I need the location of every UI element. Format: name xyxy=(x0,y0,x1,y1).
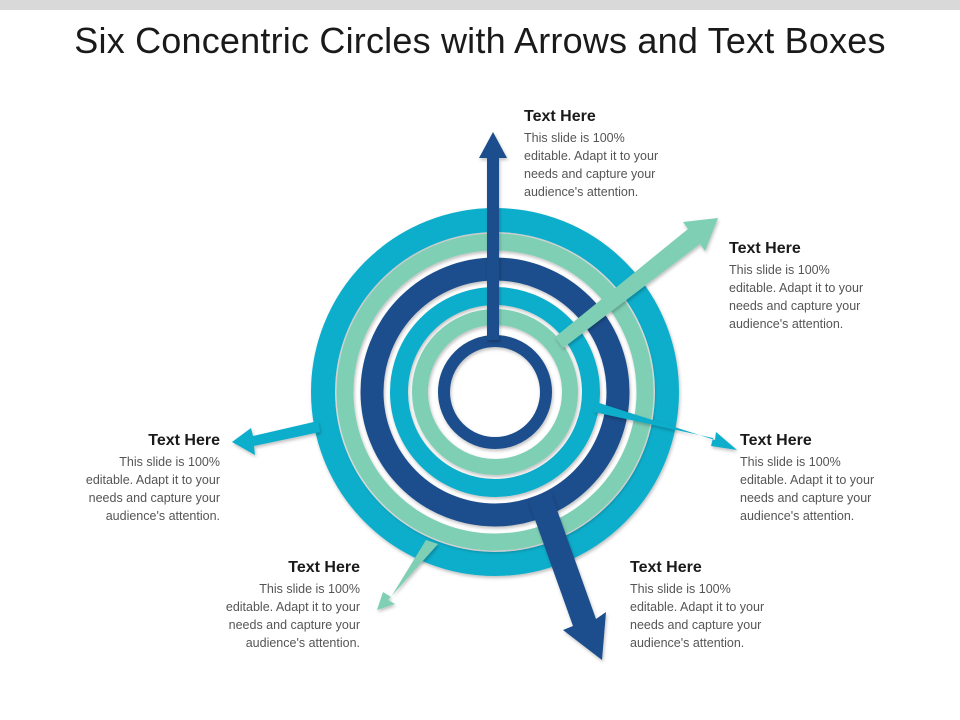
text-box-heading: Text Here xyxy=(148,432,220,449)
text-box-body: This slide is 100% editable. Adapt it to… xyxy=(524,131,659,199)
text-box-heading: Text Here xyxy=(524,108,596,125)
text-box-top: Text Here This slide is 100% editable. A… xyxy=(524,108,699,201)
text-box-body: This slide is 100% editable. Adapt it to… xyxy=(729,263,864,331)
arrow-lower-right xyxy=(528,493,606,660)
arrow-upper-right xyxy=(555,218,718,348)
arrow-lower-left xyxy=(377,540,438,610)
text-box-heading: Text Here xyxy=(288,559,360,576)
arrow-up xyxy=(479,132,507,340)
arrow-right xyxy=(594,402,737,450)
text-box-body: This slide is 100% editable. Adapt it to… xyxy=(740,455,875,523)
arrow-left xyxy=(232,421,320,455)
text-box-heading: Text Here xyxy=(740,432,812,449)
text-box-body: This slide is 100% editable. Adapt it to… xyxy=(630,582,765,650)
text-box-right: Text Here This slide is 100% editable. A… xyxy=(740,432,915,525)
text-box-heading: Text Here xyxy=(729,240,801,257)
ring-1 xyxy=(438,335,552,449)
text-box-lower-left: Text Here This slide is 100% editable. A… xyxy=(185,559,360,652)
text-box-upper-right: Text Here This slide is 100% editable. A… xyxy=(729,240,904,333)
text-box-lower-right: Text Here This slide is 100% editable. A… xyxy=(630,559,805,652)
text-box-body: This slide is 100% editable. Adapt it to… xyxy=(85,455,220,523)
text-box-body: This slide is 100% editable. Adapt it to… xyxy=(225,582,360,650)
slide-title: Six Concentric Circles with Arrows and T… xyxy=(74,20,886,61)
text-box-left: Text Here This slide is 100% editable. A… xyxy=(45,432,220,525)
text-box-heading: Text Here xyxy=(630,559,702,576)
top-bar xyxy=(0,0,960,10)
